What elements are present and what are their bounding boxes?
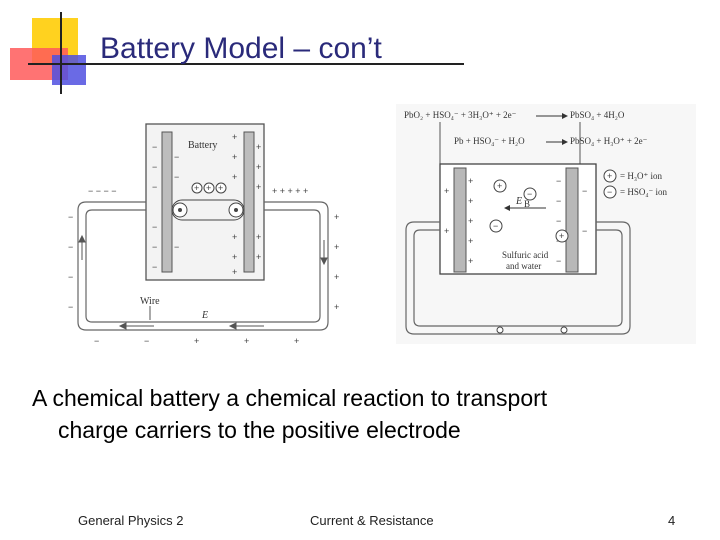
legend-plus: = H₃O⁺ ion — [620, 171, 662, 181]
svg-text:+: + — [194, 183, 199, 193]
svg-text:+: + — [294, 336, 299, 346]
svg-text:−: − — [144, 336, 149, 346]
svg-text:−: − — [174, 172, 179, 182]
equation-1-left: PbO₂ + HSO₄⁻ + 3H₃O⁺ + 2e⁻ — [404, 110, 517, 120]
svg-text:−: − — [174, 242, 179, 252]
battery-label: Battery — [188, 140, 217, 151]
svg-text:− − − −: − − − − — [88, 186, 117, 196]
svg-text:−: − — [152, 242, 157, 252]
slide-title: Battery Model – con’t — [100, 32, 382, 65]
body-line-1: A chemical battery a chemical reaction t… — [32, 385, 548, 411]
svg-text:−: − — [152, 142, 157, 152]
svg-text:−: − — [152, 182, 157, 192]
equation-2-left: Pb + HSO₄⁻ + H₂O — [454, 136, 525, 146]
svg-text:+: + — [468, 196, 473, 206]
svg-text:+: + — [334, 272, 339, 282]
footer-page-number: 4 — [668, 513, 676, 528]
battery-wire-diagram: Battery − − − − − − − − − + + + + + + + + + + + + + + — [64, 110, 354, 350]
equation-2-right: PbSO₄ + H₃O⁺ + 2e⁻ — [570, 136, 648, 146]
svg-text:−: − — [94, 336, 99, 346]
field-label: E — [201, 310, 208, 321]
svg-text:+: + — [334, 212, 339, 222]
svg-text:+: + — [232, 232, 237, 242]
logo-horizontal-line — [28, 63, 464, 65]
lead-acid-battery-diagram: PbO₂ + HSO₄⁻ + 3H₃O⁺ + 2e⁻ PbSO₄ + 4H₂O … — [396, 104, 696, 344]
svg-text:+: + — [194, 336, 199, 346]
svg-text:−: − — [582, 226, 587, 236]
svg-text:−: − — [556, 256, 561, 266]
svg-text:−: − — [556, 176, 561, 186]
field-e-sub: B — [524, 199, 530, 209]
svg-text:−: − — [174, 152, 179, 162]
svg-text:+: + — [607, 171, 612, 181]
solution-label-1: Sulfuric acid — [502, 250, 549, 260]
svg-text:+: + — [468, 256, 473, 266]
svg-text:+: + — [334, 242, 339, 252]
field-e-label: E — [515, 196, 522, 207]
body-line-2: charge carriers to the positive electrod… — [58, 417, 461, 443]
footer-topic: Current & Resistance — [310, 513, 434, 528]
svg-text:+: + — [256, 162, 261, 172]
svg-text:+: + — [444, 186, 449, 196]
solution-label-2: and water — [506, 261, 541, 271]
svg-text:+: + — [468, 216, 473, 226]
svg-text:+: + — [232, 132, 237, 142]
svg-text:+: + — [232, 252, 237, 262]
svg-text:−: − — [68, 242, 73, 252]
svg-text:+: + — [256, 182, 261, 192]
svg-text:+ + + + +: + + + + + — [272, 186, 308, 196]
svg-text:−: − — [152, 162, 157, 172]
svg-text:−: − — [527, 189, 532, 199]
svg-text:+: + — [232, 172, 237, 182]
svg-text:+: + — [256, 252, 261, 262]
svg-text:−: − — [68, 302, 73, 312]
equation-1-right: PbSO₄ + 4H₂O — [570, 110, 625, 120]
svg-text:+: + — [468, 176, 473, 186]
svg-text:+: + — [468, 236, 473, 246]
logo-vertical-line — [60, 12, 62, 94]
svg-text:+: + — [256, 142, 261, 152]
footer-course: General Physics 2 — [78, 513, 184, 528]
svg-text:−: − — [152, 222, 157, 232]
legend-minus: = HSO₄⁻ ion — [620, 187, 667, 197]
svg-text:+: + — [256, 232, 261, 242]
svg-text:+: + — [232, 267, 237, 277]
svg-text:+: + — [218, 183, 223, 193]
svg-text:+: + — [559, 231, 564, 241]
svg-text:+: + — [334, 302, 339, 312]
svg-text:−: − — [582, 186, 587, 196]
svg-text:−: − — [556, 216, 561, 226]
svg-text:−: − — [607, 187, 612, 197]
logo-blue-block — [52, 55, 86, 85]
svg-text:+: + — [206, 183, 211, 193]
svg-text:−: − — [152, 262, 157, 272]
svg-text:+: + — [232, 152, 237, 162]
svg-text:+: + — [497, 181, 502, 191]
svg-text:−: − — [68, 212, 73, 222]
svg-text:−: − — [493, 221, 498, 231]
body-text: A chemical battery a chemical reaction t… — [32, 382, 692, 446]
svg-text:+: + — [244, 336, 249, 346]
svg-text:−: − — [68, 272, 73, 282]
svg-text:−: − — [556, 196, 561, 206]
wire-label: Wire — [140, 296, 160, 307]
svg-text:+: + — [444, 226, 449, 236]
